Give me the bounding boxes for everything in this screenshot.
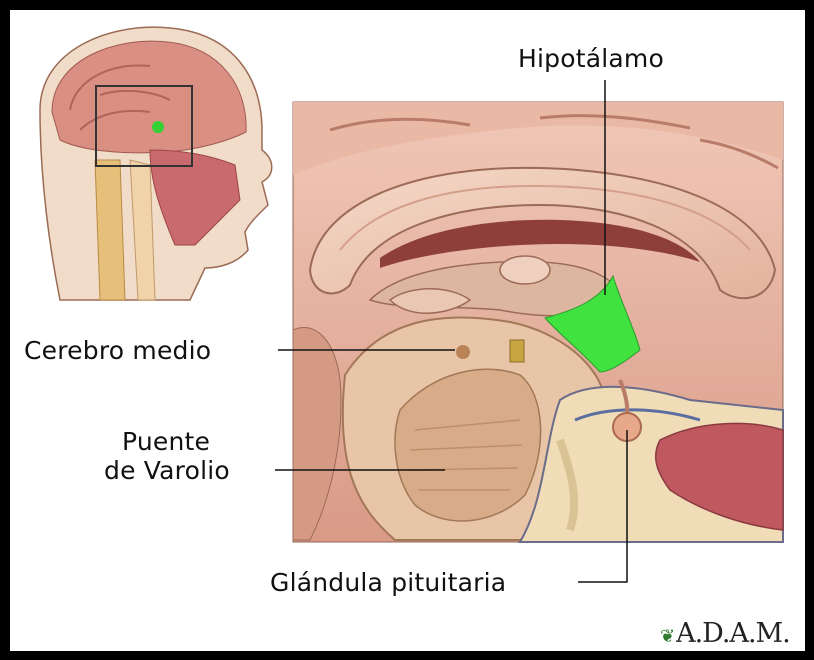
label-pons-line1: Puente bbox=[122, 427, 230, 456]
head-thumbnail bbox=[40, 27, 272, 300]
label-pons: Puente de Varolio bbox=[122, 427, 230, 485]
adam-logo: ❦A.D.A.M. bbox=[660, 618, 790, 649]
logo-text: A.D.A.M. bbox=[676, 618, 790, 649]
label-pons-line2: de Varolio bbox=[104, 456, 230, 485]
label-hypothalamus: Hipotálamo bbox=[518, 44, 664, 73]
brain-cross-section bbox=[293, 102, 783, 542]
label-midbrain: Cerebro medio bbox=[24, 336, 211, 365]
label-pituitary: Glándula pituitaria bbox=[270, 568, 506, 597]
leaf-icon: ❦ bbox=[660, 626, 674, 647]
